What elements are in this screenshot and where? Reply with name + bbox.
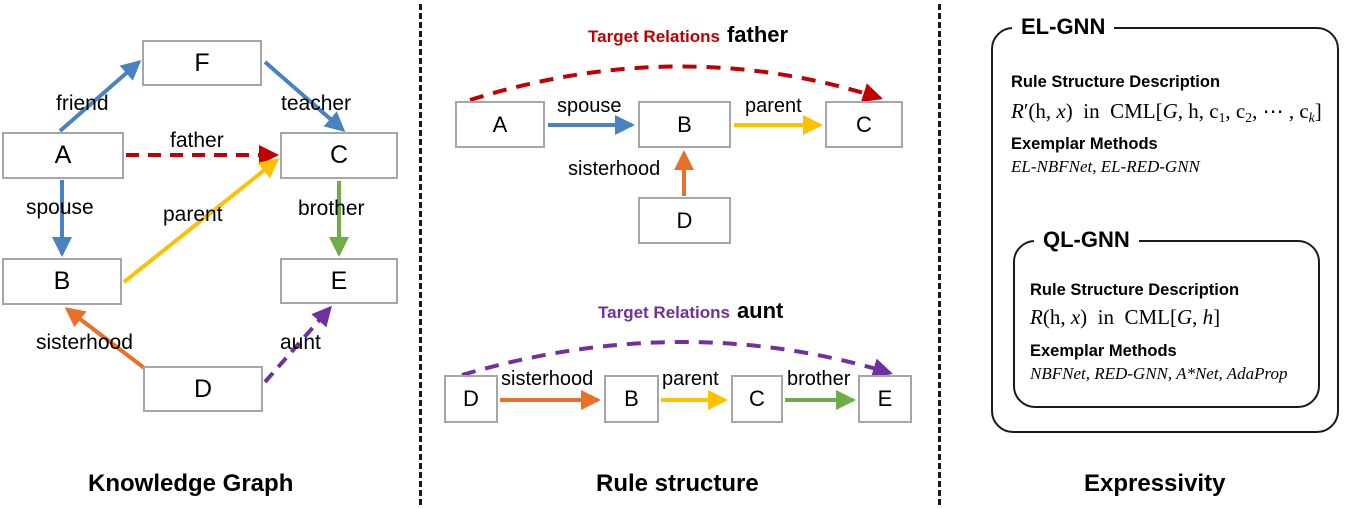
rs1-target-caption: Target Relations father xyxy=(588,22,788,48)
kg-node-D-label: D xyxy=(193,374,213,403)
kg-node-C[interactable]: C xyxy=(280,132,398,179)
rs1-node-D-label: D xyxy=(676,207,693,233)
kg-node-A-label: A xyxy=(54,141,72,169)
rs2-node-C-label: C xyxy=(749,386,765,411)
kg-node-E-label: E xyxy=(330,266,348,295)
rs2-node-B-label: B xyxy=(624,386,639,411)
kg-node-F[interactable]: F xyxy=(142,40,262,86)
ql-gnn-formula: R(h, x) in CML[G, h] xyxy=(1030,305,1221,329)
kg-node-B[interactable]: B xyxy=(2,258,122,305)
kg-label-spouse: spouse xyxy=(26,196,94,219)
ql-gnn-rule-structure-heading: Rule Structure Description xyxy=(1030,281,1240,299)
ql-gnn-title: QL-GNN xyxy=(1034,227,1139,253)
panel-caption-rule-structure: Rule structure xyxy=(596,470,759,497)
kg-node-F-label: F xyxy=(194,48,210,77)
ql-gnn-exemplar-heading: Exemplar Methods xyxy=(1030,342,1177,360)
rs2-target-prefix: Target Relations xyxy=(598,303,730,322)
rs1-label-parent: parent xyxy=(745,95,802,117)
el-gnn-exemplar-methods: EL-NBFNet, EL-RED-GNN xyxy=(1011,157,1200,176)
rs1-edge-father xyxy=(469,64,883,103)
rs2-label-brother: brother xyxy=(787,368,851,390)
panel-separator-right xyxy=(938,4,941,505)
kg-node-C-label: C xyxy=(329,141,349,169)
kg-label-friend: friend xyxy=(56,92,109,115)
kg-label-aunt: aunt xyxy=(280,331,321,354)
rs1-target-prefix: Target Relations xyxy=(588,27,720,46)
kg-node-A[interactable]: A xyxy=(2,132,124,179)
rs2-label-parent: parent xyxy=(662,368,719,390)
rs1-node-A-label: A xyxy=(492,111,508,137)
el-gnn-exemplar-heading: Exemplar Methods xyxy=(1011,135,1158,153)
kg-node-E[interactable]: E xyxy=(280,258,398,304)
rs2-target-relation: aunt xyxy=(736,298,784,323)
rs1-node-C[interactable]: C xyxy=(825,101,903,148)
rs1-label-sisterhood: sisterhood xyxy=(568,158,661,180)
panel-caption-knowledge-graph: Knowledge Graph xyxy=(88,470,294,497)
rs2-node-D-label: D xyxy=(463,386,479,411)
rs2-node-C[interactable]: C xyxy=(731,375,783,423)
el-gnn-title: EL-GNN xyxy=(1012,14,1115,40)
rs1-node-C-label: C xyxy=(856,111,872,137)
kg-label-father: father xyxy=(170,129,224,152)
kg-label-brother: brother xyxy=(298,197,365,220)
rs1-node-B-label: B xyxy=(677,111,692,137)
ql-gnn-exemplar-methods: NBFNet, RED-GNN, A*Net, AdaProp xyxy=(1030,364,1288,383)
panel-caption-expressivity: Expressivity xyxy=(1084,470,1226,497)
rs1-node-B[interactable]: B xyxy=(638,101,731,148)
rs2-target-caption: Target Relations aunt xyxy=(598,298,783,324)
ql-gnn-group-box xyxy=(1013,240,1320,408)
rs1-target-relation: father xyxy=(726,22,789,47)
panel-separator-left xyxy=(419,4,422,505)
rs2-node-E[interactable]: E xyxy=(858,375,912,423)
el-gnn-formula: R′(h, x) in CML[G, h, c1, c2, ⋯ , ck] xyxy=(1011,99,1322,125)
rs1-node-D[interactable]: D xyxy=(638,197,731,244)
kg-node-B-label: B xyxy=(53,267,71,295)
kg-label-sisterhood: sisterhood xyxy=(36,331,133,354)
kg-node-D[interactable]: D xyxy=(143,366,263,412)
rs2-node-E-label: E xyxy=(877,386,893,411)
kg-label-teacher: teacher xyxy=(281,92,352,115)
rs2-node-D[interactable]: D xyxy=(444,375,498,423)
el-gnn-group-box xyxy=(991,27,1339,433)
rs1-node-A[interactable]: A xyxy=(455,101,545,148)
rs2-label-sisterhood: sisterhood xyxy=(501,368,594,390)
rs2-node-B[interactable]: B xyxy=(604,375,659,423)
rs1-label-spouse: spouse xyxy=(557,95,622,117)
el-gnn-rule-structure-heading: Rule Structure Description xyxy=(1011,73,1221,91)
kg-label-parent: parent xyxy=(163,203,223,226)
